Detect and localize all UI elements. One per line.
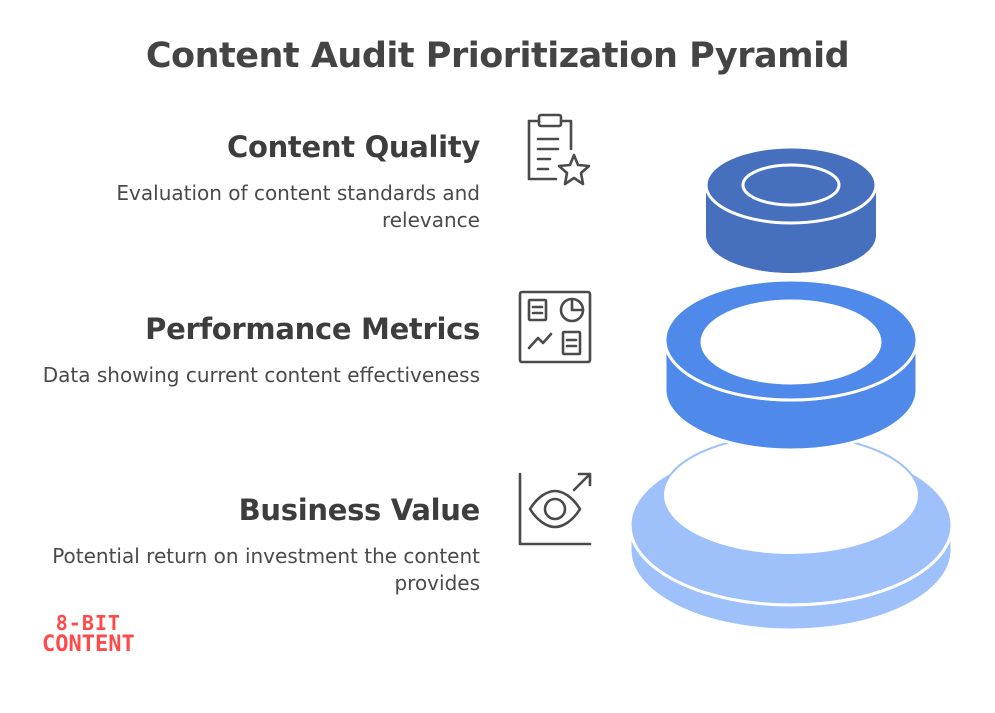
page-title: Content Audit Prioritization Pyramid bbox=[145, 36, 850, 76]
ring-performance-metrics bbox=[663, 278, 919, 452]
level-content-quality: Content Quality Evaluation of content st… bbox=[20, 130, 480, 234]
brand-logo: 8-BIT CONTENT bbox=[42, 612, 135, 656]
level-business-value: Business Value Potential return on inves… bbox=[20, 493, 480, 597]
level-heading: Content Quality bbox=[226, 130, 480, 164]
level-heading: Business Value bbox=[238, 493, 481, 527]
clipboard-star-icon bbox=[516, 111, 594, 189]
level-description: Data showing current content effectivene… bbox=[42, 363, 480, 387]
level-description: Evaluation of content standards and rele… bbox=[116, 181, 480, 232]
dashboard-icon bbox=[516, 288, 594, 366]
logo-line-2: CONTENT bbox=[42, 632, 135, 657]
eye-growth-icon bbox=[516, 470, 594, 548]
level-description: Potential return on investment the conte… bbox=[52, 544, 480, 595]
ring-business-value bbox=[628, 434, 954, 632]
level-performance-metrics: Performance Metrics Data showing current… bbox=[20, 312, 481, 389]
logo-line-1: 8-BIT bbox=[55, 611, 121, 635]
level-heading: Performance Metrics bbox=[145, 312, 480, 346]
ring-content-quality bbox=[704, 145, 878, 273]
pyramid-rings bbox=[628, 145, 954, 632]
